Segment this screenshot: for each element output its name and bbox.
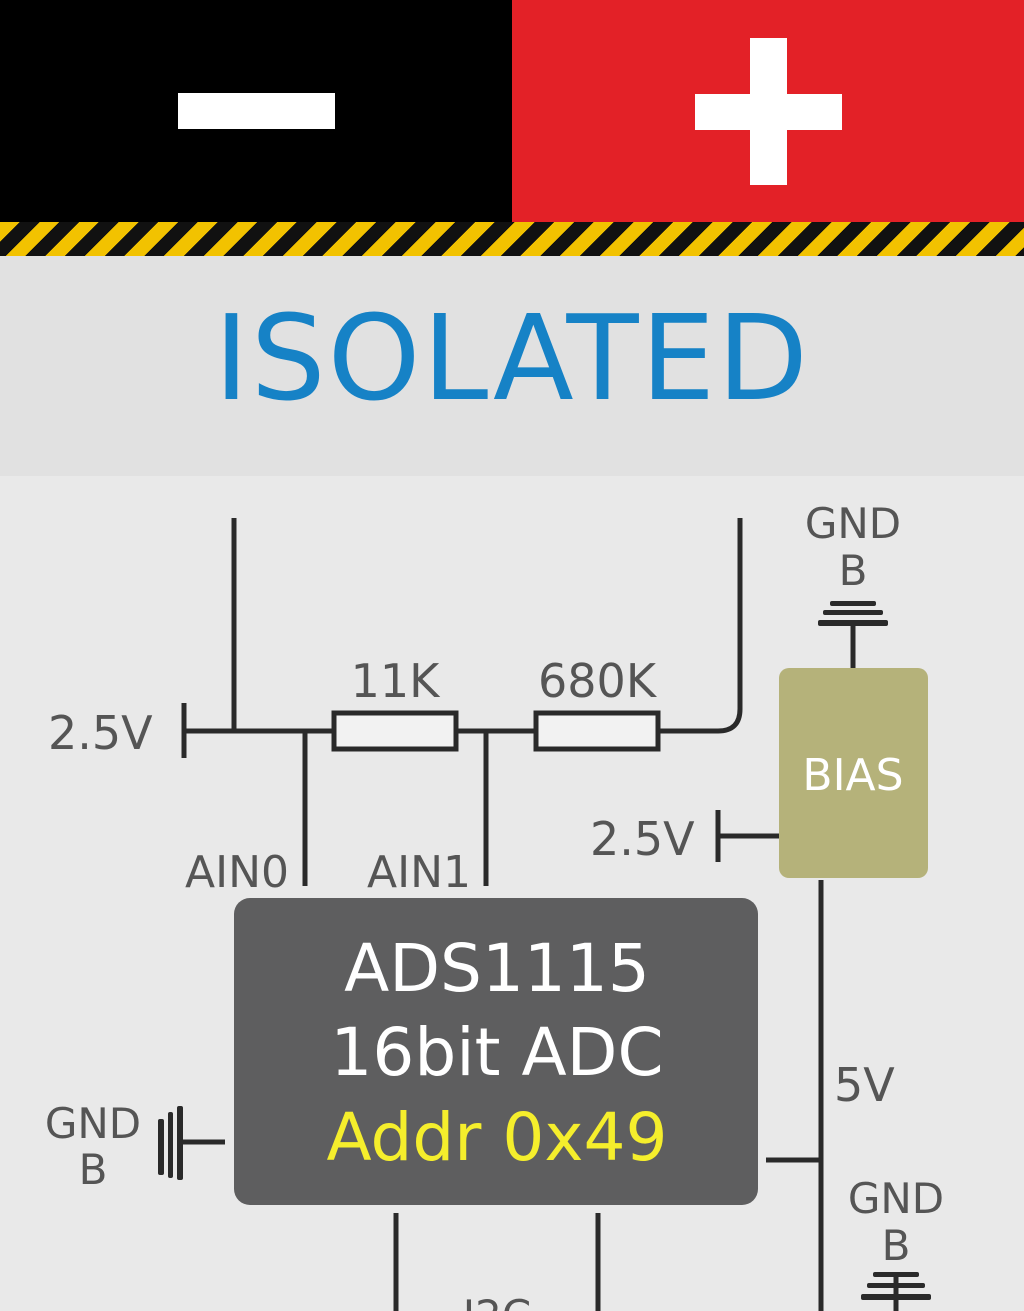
adc-resolution-label: 16bit ADC <box>330 1014 663 1091</box>
left-gnd-label-top: GND <box>45 1099 141 1148</box>
adc-address-label: Addr 0x49 <box>327 1099 668 1176</box>
i2c-label: I2C <box>463 1291 531 1311</box>
right-gnd-label-top: GND <box>848 1174 944 1223</box>
title-band <box>0 256 1024 476</box>
bias-ground-icon <box>818 601 888 626</box>
plus-icon <box>695 38 842 185</box>
right-gnd-label-bottom: B <box>882 1221 911 1270</box>
resistor-680k-label: 680K <box>538 654 658 708</box>
page-title: ISOLATED <box>213 289 811 427</box>
bias-gnd-label-top: GND <box>805 499 901 548</box>
hazard-stripe <box>0 222 1024 256</box>
adc-block <box>234 898 758 1205</box>
left-ground-icon <box>158 1106 183 1180</box>
left-supply-label: 2.5V <box>48 706 153 760</box>
left-gnd-label-bottom: B <box>79 1145 108 1194</box>
resistor-11k <box>331 710 459 752</box>
bias-gnd-label-bottom: B <box>839 546 868 595</box>
minus-icon <box>178 93 335 129</box>
bias-block <box>779 668 928 878</box>
resistor-680k <box>533 710 661 752</box>
right-ground-icon <box>861 1272 931 1300</box>
bias-label: BIAS <box>802 750 903 801</box>
ain1-label: AIN1 <box>367 847 471 898</box>
resistor-11k-label: 11K <box>351 654 442 708</box>
bias-supply-label: 2.5V <box>590 812 695 866</box>
ain0-label: AIN0 <box>185 847 289 898</box>
probe-lead-right <box>658 518 743 734</box>
rail-5v-label: 5V <box>834 1058 895 1112</box>
adc-chip-label: ADS1115 <box>344 930 650 1007</box>
